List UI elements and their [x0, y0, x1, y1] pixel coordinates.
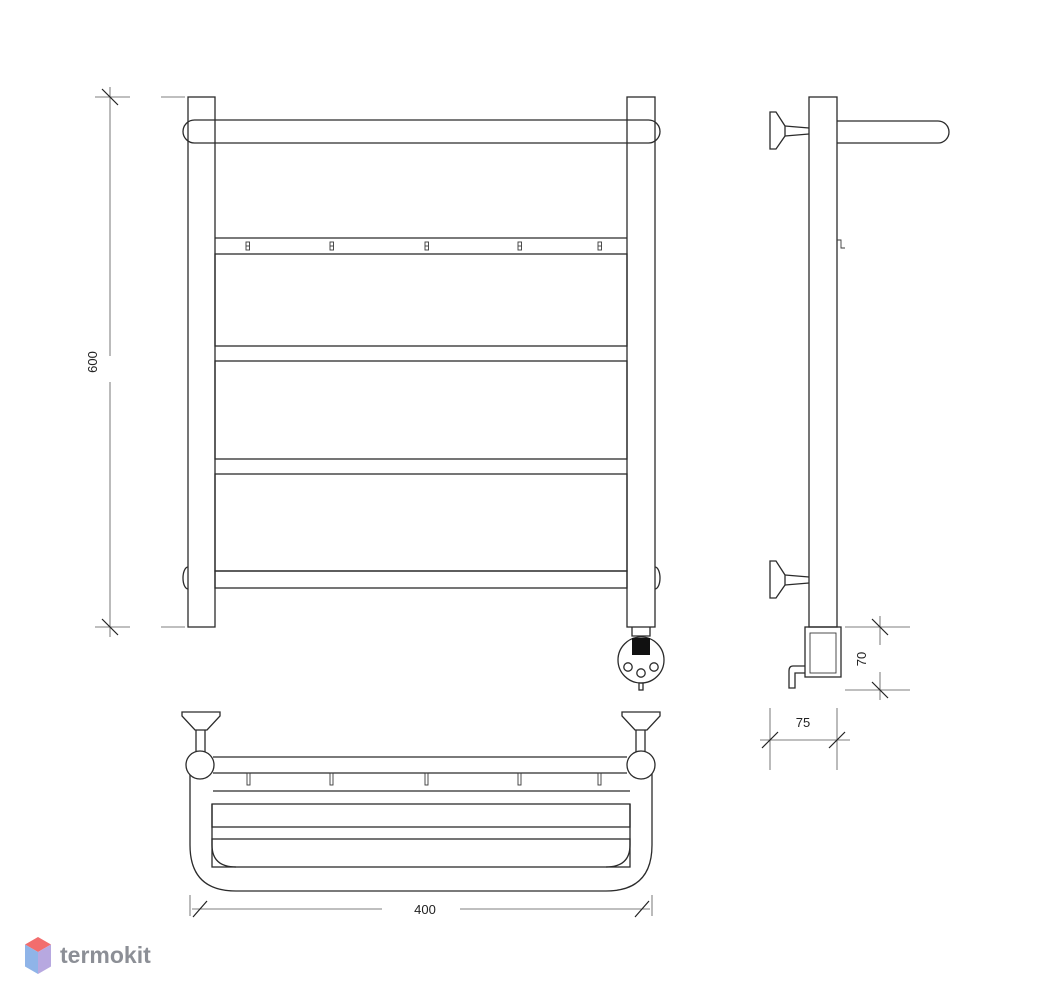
bottom-rail — [214, 570, 628, 589]
left-post — [187, 96, 216, 628]
top-view-shelf-bar — [211, 803, 631, 828]
top-left-bracket — [181, 711, 221, 754]
width-dimension: 400 — [189, 895, 653, 918]
side-heater-body — [804, 626, 842, 678]
shelf-hooks-top — [246, 772, 602, 786]
rung-3 — [214, 473, 628, 572]
heater-height-label: 70 — [854, 652, 869, 666]
heater-button-right — [649, 662, 659, 672]
heater-unit — [617, 627, 665, 691]
hook — [517, 241, 522, 251]
top-view-inner-bar — [211, 838, 631, 868]
heater-display — [632, 638, 650, 655]
heater-button-left — [623, 662, 633, 672]
heater-neck — [631, 627, 651, 637]
side-top-rail — [837, 120, 950, 144]
bottom-left-mount — [182, 566, 189, 590]
heater-button-bottom — [636, 668, 646, 678]
heater-height-dimension: 70 — [845, 616, 910, 700]
hook — [424, 241, 429, 251]
rung-2 — [214, 360, 628, 460]
hook — [597, 241, 602, 251]
side-heater-cable — [788, 665, 805, 689]
top-view: 400 — [181, 711, 661, 918]
depth-dimension: 75 — [760, 708, 850, 770]
rung-1 — [214, 253, 628, 347]
height-label: 600 — [85, 351, 100, 373]
top-view-frame-outer — [189, 770, 653, 892]
top-right-bracket — [621, 711, 661, 754]
top-view-left-post — [185, 750, 215, 780]
side-heater-inner — [809, 632, 837, 674]
width-label: 400 — [414, 902, 436, 917]
front-view: 600 — [85, 87, 665, 691]
top-view-frame-inner-right — [605, 804, 631, 868]
bottom-right-mount — [654, 566, 661, 590]
side-lower-bracket — [769, 560, 810, 599]
side-upper-bracket — [769, 111, 810, 150]
hook — [245, 241, 250, 251]
brand-logo: termokit — [25, 937, 151, 974]
termokit-logo-icon — [25, 937, 51, 974]
shelf-hooks-front — [245, 241, 602, 251]
depth-label: 75 — [796, 715, 810, 730]
side-view: 70 75 — [760, 96, 950, 770]
height-dimension: 600 — [85, 87, 185, 637]
side-heater — [788, 626, 842, 689]
heater-cable — [638, 682, 644, 691]
side-shelf-hook — [837, 239, 845, 249]
hook — [329, 241, 334, 251]
brand-name: termokit — [60, 942, 151, 968]
right-post — [626, 96, 656, 628]
top-rail — [182, 119, 661, 144]
side-post — [808, 96, 838, 628]
top-view-frame-inner-left — [211, 804, 237, 868]
top-view-right-post — [626, 750, 656, 780]
